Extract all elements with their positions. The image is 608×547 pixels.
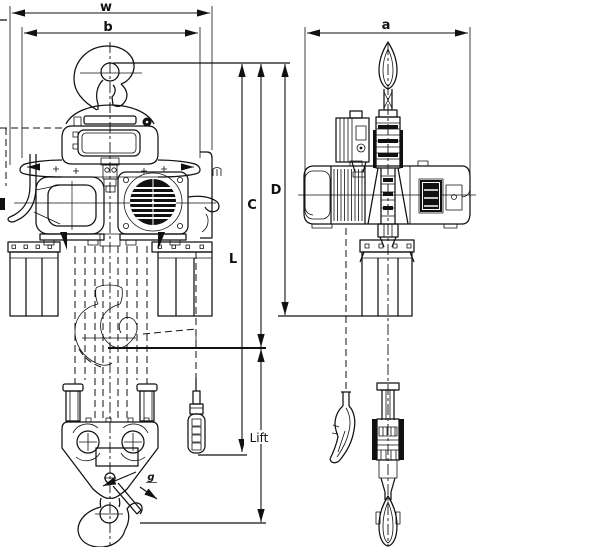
top-hook-front bbox=[73, 45, 142, 111]
dim-label-D: D bbox=[271, 183, 282, 198]
bottom-block-side bbox=[372, 382, 404, 547]
suspension-column bbox=[373, 116, 403, 169]
dim-lift: Lift bbox=[244, 349, 275, 522]
front-view bbox=[0, 19, 222, 547]
pendant-button bbox=[191, 434, 202, 443]
dim-a: a bbox=[304, 18, 471, 216]
chain-guide bbox=[100, 157, 120, 193]
chain-falls-front bbox=[74, 246, 197, 420]
centerlines bbox=[14, 42, 476, 546]
chain-bag-left bbox=[7, 241, 61, 317]
hoist-body-side bbox=[303, 160, 471, 248]
dim-label-lift: Lift bbox=[250, 431, 269, 445]
dim-L: L bbox=[229, 64, 246, 452]
control-panel bbox=[420, 180, 442, 212]
bracket-right bbox=[187, 151, 222, 239]
bottom-hook-side bbox=[329, 391, 356, 464]
brake-housing bbox=[35, 176, 105, 235]
motor-fins bbox=[333, 169, 363, 221]
dim-label-C: C bbox=[247, 198, 257, 213]
pendant-button bbox=[191, 442, 202, 451]
pendant-button bbox=[191, 426, 202, 435]
fan-housing bbox=[117, 171, 189, 235]
dim-w: w bbox=[9, 0, 213, 165]
safety-latch bbox=[112, 482, 142, 515]
dim-C: C bbox=[247, 64, 265, 347]
dim-b: b bbox=[21, 20, 201, 158]
suspension-crosshead bbox=[61, 104, 159, 165]
dim-label-b: b bbox=[103, 20, 112, 35]
chain-bag-right bbox=[151, 241, 213, 317]
trolley-bracket-left bbox=[0, 127, 62, 225]
chain-container-side bbox=[359, 239, 415, 317]
pendant-button bbox=[191, 418, 202, 427]
dimensions: w b a L C D bbox=[9, 0, 471, 524]
dim-label-L: L bbox=[229, 252, 237, 267]
side-view bbox=[303, 41, 471, 547]
limit-switch-box bbox=[335, 110, 370, 178]
dim-D: D bbox=[271, 64, 289, 315]
pendant-control bbox=[187, 378, 206, 454]
body-base bbox=[39, 232, 187, 250]
saddle-leader bbox=[142, 328, 197, 335]
dim-label-a: a bbox=[382, 18, 391, 33]
bottom-hook-front bbox=[77, 482, 143, 547]
hook-block bbox=[61, 383, 159, 499]
dim-g: g bbox=[102, 471, 158, 500]
dim-label-w: w bbox=[100, 0, 112, 15]
dim-label-g: g bbox=[147, 472, 154, 483]
top-hook-side bbox=[378, 41, 398, 118]
raised-hook-phantom bbox=[74, 284, 197, 368]
